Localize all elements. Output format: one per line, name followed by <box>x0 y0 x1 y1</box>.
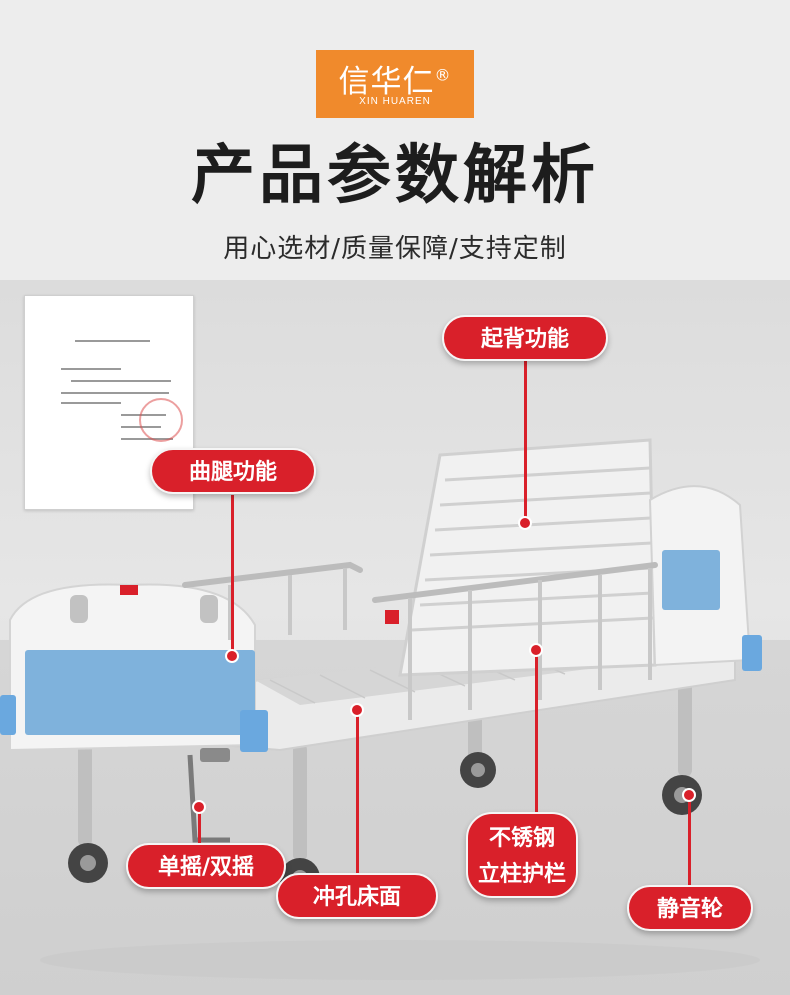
page-subtitle: 用心选材/质量保障/支持定制 <box>223 234 567 264</box>
leader-line-guardrail <box>535 650 538 820</box>
leader-line-wheel <box>688 795 691 890</box>
leader-line-leg <box>231 495 234 655</box>
label-back-lift: 起背功能 <box>442 315 608 361</box>
label-perforated-surface: 冲孔床面 <box>276 873 438 919</box>
leader-line-back <box>524 352 527 522</box>
label-guardrail: 不锈钢 立柱护栏 <box>466 812 578 898</box>
label-guardrail-line2: 立柱护栏 <box>477 862 566 887</box>
label-crank: 单摇/双摇 <box>126 843 286 889</box>
page-title: 产品参数解析 <box>191 139 599 213</box>
marker-dot-leg <box>225 649 239 663</box>
marker-dot-wheel <box>682 788 696 802</box>
leader-line-surface <box>356 710 359 880</box>
marker-dot-surface <box>350 703 364 717</box>
brand-logo: 信华仁® XIN HUAREN <box>316 50 474 118</box>
label-guardrail-line1: 不锈钢 <box>488 826 555 851</box>
seal-stamp <box>139 398 183 442</box>
marker-dot-guardrail <box>529 643 543 657</box>
bed-illustration <box>0 438 762 980</box>
label-leg-bend: 曲腿功能 <box>150 448 316 494</box>
logo-english: XIN HUAREN <box>359 96 431 107</box>
marker-dot-back <box>518 516 532 530</box>
header: 信华仁® XIN HUAREN 产品参数解析 用心选材/质量保障/支持定制 <box>0 0 790 280</box>
label-silent-wheel: 静音轮 <box>627 885 753 931</box>
logo-chinese: 信华仁® <box>338 64 452 100</box>
marker-dot-crank <box>192 800 206 814</box>
leader-line-crank <box>198 806 201 846</box>
